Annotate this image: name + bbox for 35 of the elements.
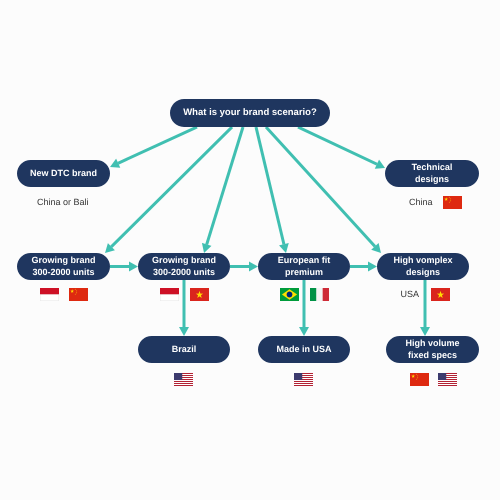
box-label: High vomplex designs (392, 255, 454, 278)
arrow (299, 280, 309, 336)
box-label: Made in USA (276, 344, 332, 356)
option-box (258, 336, 350, 363)
arrow (264, 126, 381, 254)
option-box (385, 160, 479, 187)
arrow (350, 262, 377, 272)
arrow (110, 262, 138, 272)
question-box (170, 99, 330, 127)
option-box (138, 336, 230, 363)
location-label: USA (400, 289, 420, 300)
box-label: European fit premium (276, 255, 332, 278)
box-label: High volume fixed specs (404, 338, 460, 361)
arrow (110, 126, 198, 168)
location-label: China (409, 197, 433, 208)
box-label: New DTC brand (30, 168, 97, 180)
arrow (230, 262, 258, 272)
location-label: China or Bali (37, 197, 89, 208)
option-box (138, 253, 230, 280)
option-box (377, 253, 469, 280)
arrow (105, 126, 234, 254)
option-box (258, 253, 350, 280)
box-label: Growing brand 300-2000 units (30, 255, 96, 278)
box-label: Brazil (172, 344, 196, 356)
box-label: Growing brand 300-2000 units (151, 255, 217, 278)
arrow (420, 280, 430, 336)
box-label: Technical designs (410, 162, 454, 185)
option-box (17, 253, 110, 280)
option-box (386, 336, 479, 363)
arrow (297, 126, 386, 169)
box-label: What is your brand scenario? (183, 107, 317, 119)
arrow (179, 280, 189, 336)
arrow (202, 126, 244, 253)
arrow (254, 126, 289, 253)
option-box (17, 160, 110, 187)
